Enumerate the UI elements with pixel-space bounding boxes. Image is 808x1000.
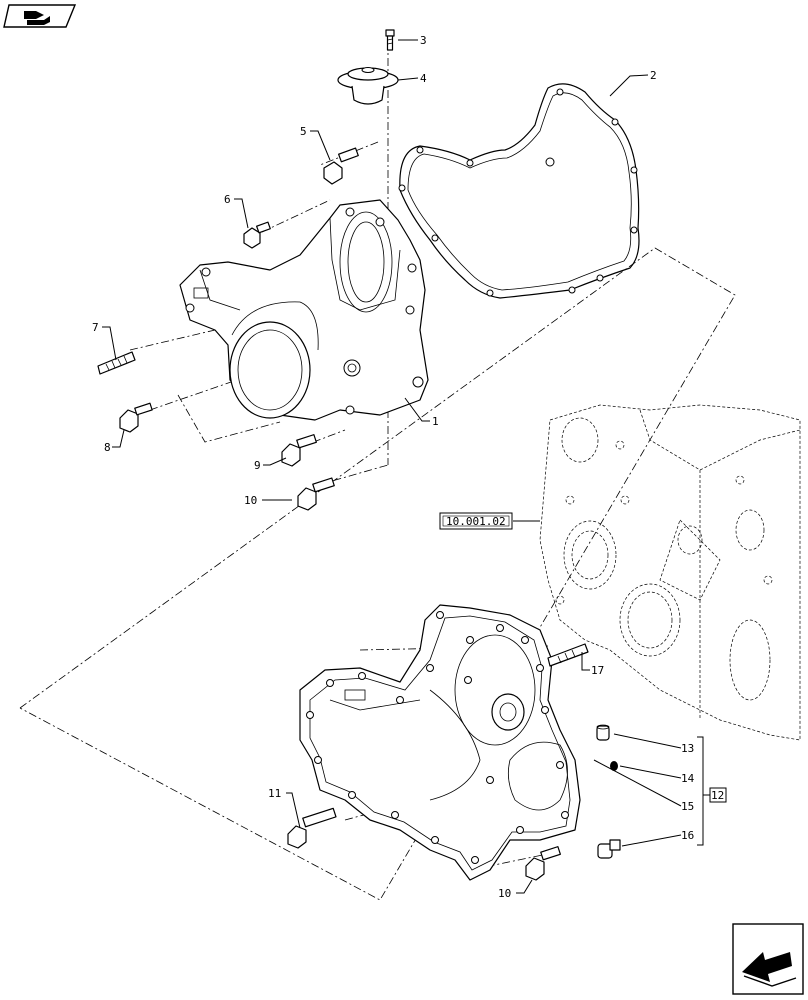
part-17-stud[interactable]: [547, 643, 589, 667]
callout-5[interactable]: 5: [300, 125, 307, 138]
callout-3[interactable]: 3: [420, 34, 427, 47]
callout-12[interactable]: 12: [711, 789, 724, 802]
engine-block: [539, 404, 801, 741]
part-14-ball[interactable]: [610, 761, 618, 771]
part-10-bolt-upper[interactable]: [297, 477, 335, 511]
callout-labels: 3 4 2 5 6 7 8 1 9 10 17 13 14 15 16 12 1…: [92, 34, 727, 900]
leader-lines: [102, 39, 710, 894]
part-2-gasket[interactable]: [398, 83, 640, 299]
previous-page-arrow-icon[interactable]: [732, 923, 804, 995]
part-4-breather-cap[interactable]: [337, 67, 399, 105]
part-11-bolt[interactable]: [287, 807, 337, 849]
part-1-timing-cover[interactable]: [179, 199, 429, 421]
callout-2[interactable]: 2: [650, 69, 657, 82]
part-13-bushing[interactable]: [596, 724, 610, 741]
callout-15[interactable]: 15: [681, 800, 694, 813]
book-open-icon[interactable]: [3, 4, 77, 28]
part-10-bolt-lower[interactable]: [525, 846, 561, 881]
section-reference-label: 10.001.02: [446, 515, 506, 528]
part-6-bolt[interactable]: [243, 221, 271, 249]
part-3-screw[interactable]: [385, 29, 395, 51]
part-8-bolt[interactable]: [119, 402, 153, 433]
part-9-bolt[interactable]: [281, 434, 317, 467]
callout-11[interactable]: 11: [268, 787, 281, 800]
part-12-gear-housing[interactable]: [299, 604, 581, 881]
callout-10-upper[interactable]: 10: [244, 494, 257, 507]
callout-14[interactable]: 14: [681, 772, 695, 785]
section-reference[interactable]: 10.001.02: [439, 512, 513, 530]
callout-7[interactable]: 7: [92, 321, 99, 334]
callout-4[interactable]: 4: [420, 72, 427, 85]
callout-6[interactable]: 6: [224, 193, 231, 206]
part-5-bolt[interactable]: [323, 147, 359, 185]
part-16-plug[interactable]: [597, 839, 621, 859]
callout-16[interactable]: 16: [681, 829, 694, 842]
callout-8[interactable]: 8: [104, 441, 111, 454]
callout-9[interactable]: 9: [254, 459, 261, 472]
callout-17[interactable]: 17: [591, 664, 604, 677]
callout-1[interactable]: 1: [432, 415, 439, 428]
part-7-stud[interactable]: [97, 351, 136, 375]
callout-13[interactable]: 13: [681, 742, 694, 755]
callout-10-lower[interactable]: 10: [498, 887, 511, 900]
